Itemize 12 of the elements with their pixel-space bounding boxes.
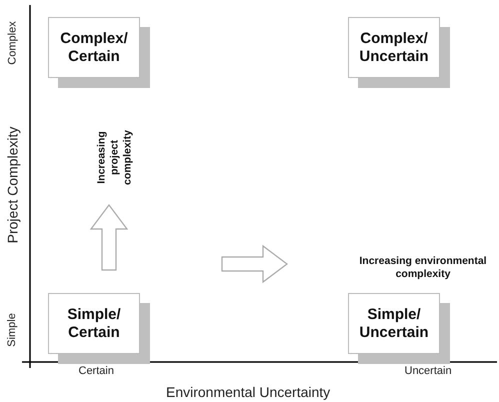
quadrant-label: Simple/ Uncertain xyxy=(358,306,430,342)
axis-title: Environmental Uncertainty xyxy=(166,384,330,400)
quadrant-label: Complex/ Certain xyxy=(59,30,129,66)
axis-tick-label: Complex xyxy=(6,21,18,65)
axis-title: Project Complexity xyxy=(4,126,20,244)
axis-tick-label: Uncertain xyxy=(404,365,452,377)
arrow-caption: Increasing environmental complexity xyxy=(358,255,488,281)
quadrant-label: Simple/ Certain xyxy=(66,306,122,342)
arrow-caption: Increasing project complexity xyxy=(96,128,134,187)
axis-tick-label: Simple xyxy=(6,313,18,347)
axis-tick-label: Certain xyxy=(78,365,114,377)
quadrant-label: Complex/ Uncertain xyxy=(358,30,430,66)
